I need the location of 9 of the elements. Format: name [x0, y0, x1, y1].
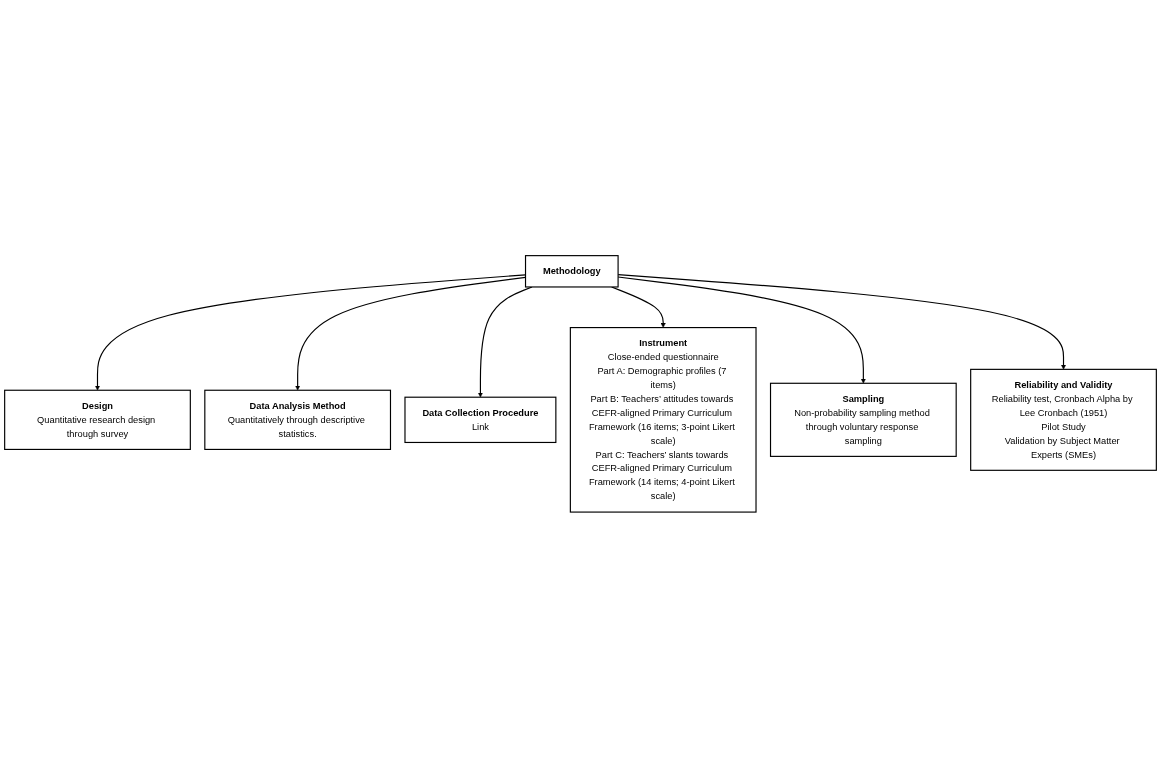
node-box: Reliability and Validity Reliability test, Cronbach Alpha by Lee Cronbach (1951) Pilot Study Validation by Subject Matter Experts (SMEs): [970, 368, 1157, 471]
node-box: Methodology: [524, 254, 619, 288]
node-box: Data Collection Procedure Link: [404, 396, 557, 443]
node-box: Data Analysis Method Quantitatively through descriptive statistics.: [204, 389, 392, 450]
node-box: Instrument Close-ended questionnaire Part A: Demographic profiles (7 items) Part B: Teachers’ attitudes towards CEFR-aligned Primary Curriculum Framework (16 items; 3-point Likert scale) Part C: Teachers’ slants towards CEFR-aligned Primary Curriculum Framework (14 items; 4-point Likert scale): [569, 326, 757, 513]
arrow: [611, 286, 666, 328]
node-box: Design Quantitative research design through survey: [4, 389, 191, 450]
arrow: [477, 286, 533, 398]
node-box: Sampling Non-probability sampling method through voluntary response sampling: [769, 382, 957, 457]
